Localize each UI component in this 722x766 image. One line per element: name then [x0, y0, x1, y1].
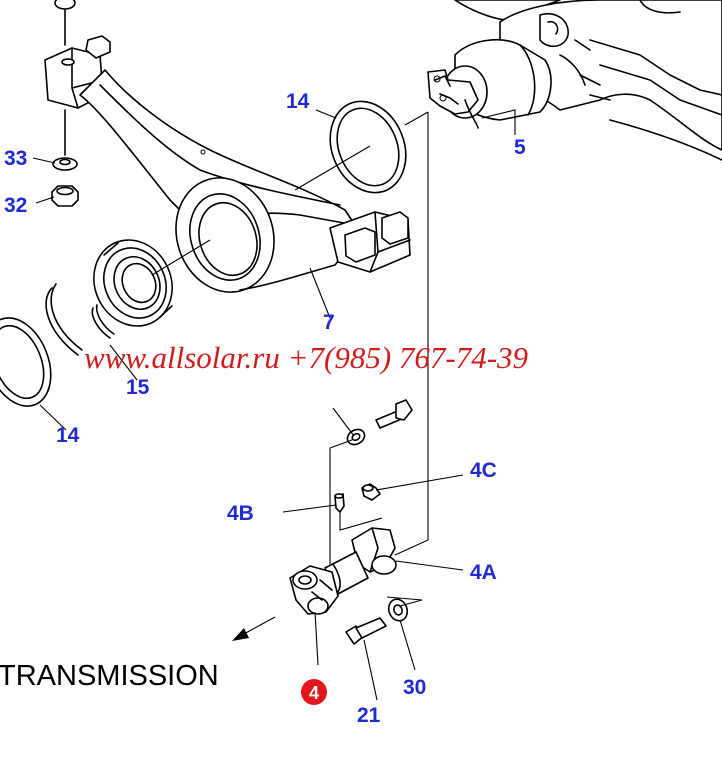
- washer-30: [387, 598, 409, 622]
- part-label-5: 5: [514, 136, 526, 159]
- part-label-30: 30: [403, 676, 426, 699]
- axle-support-bracket-7: [44, 35, 411, 293]
- grease-fitting-4c: [361, 483, 381, 501]
- direction-arrow-icon: [232, 616, 276, 641]
- watermark-text: www.allsolar.ru +7(985) 767-74-39: [84, 340, 528, 375]
- leader-lines: [32, 109, 516, 701]
- nut-32: [51, 185, 79, 207]
- part-label-4a: 4A: [470, 561, 497, 584]
- part-labels: 33 32 14 5 7 15 14 4C 4B 4A 30 21: [4, 90, 526, 727]
- part-label-7: 7: [323, 311, 335, 334]
- part-badge-4[interactable]: 4: [301, 679, 327, 705]
- part-label-32: 32: [4, 194, 27, 217]
- washer-center: [346, 428, 366, 446]
- part-label-14-top: 14: [286, 90, 310, 113]
- bolt-21: [345, 617, 387, 645]
- snap-ring: [45, 283, 115, 356]
- bushing-seal: [93, 239, 173, 327]
- transmission-caption: TRANSMISSION: [0, 660, 219, 692]
- part-label-4c: 4C: [470, 459, 497, 482]
- seal-ring-14-left: [0, 317, 52, 407]
- washer-33: [52, 157, 78, 171]
- part-label-21: 21: [357, 704, 381, 727]
- axle-housing: [427, 0, 722, 161]
- part-label-33: 33: [4, 147, 27, 170]
- grease-fitting-4b: [334, 493, 345, 513]
- top-bolt-stack: [54, 0, 76, 156]
- part-label-15: 15: [126, 376, 150, 399]
- bolt-center: [375, 399, 413, 429]
- part-label-14-left: 14: [56, 424, 80, 447]
- universal-joint-4: [289, 527, 397, 615]
- part-label-4: 4: [309, 683, 319, 703]
- part-label-4b: 4B: [227, 502, 254, 525]
